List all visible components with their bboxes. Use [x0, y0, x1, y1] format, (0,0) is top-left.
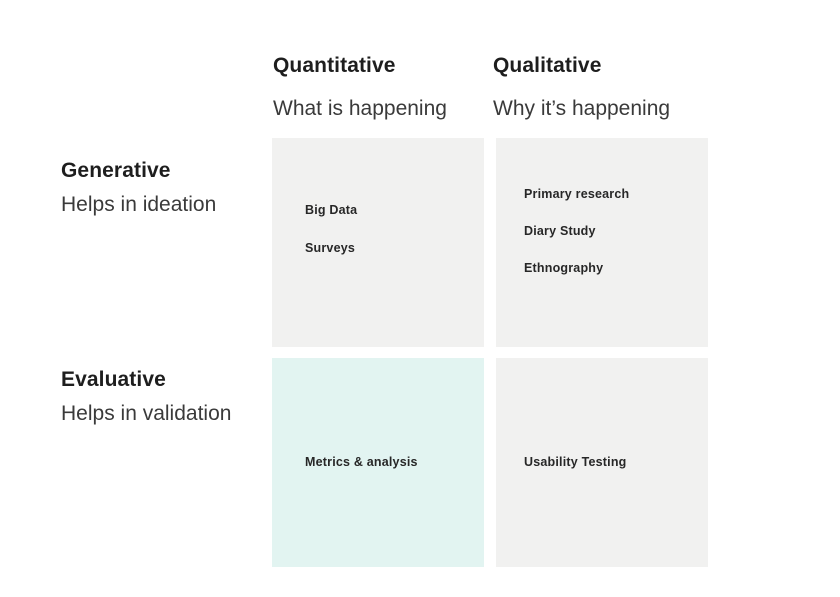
row-title: Generative: [61, 159, 171, 182]
column-title: Quantitative: [273, 54, 396, 77]
method-item: Primary research: [524, 187, 630, 201]
method-item: Metrics & analysis: [305, 455, 418, 469]
cell-generative-qualitative: Primary research Diary Study Ethnography: [496, 138, 708, 347]
method-item: Usability Testing: [524, 455, 627, 469]
row-title: Evaluative: [61, 368, 166, 391]
row-subtitle: Helps in ideation: [61, 193, 217, 216]
cell-generative-quantitative: Big Data Surveys: [272, 138, 484, 347]
method-item: Surveys: [305, 241, 356, 255]
cell-evaluative-qualitative: Usability Testing: [496, 358, 708, 567]
column-title: Qualitative: [493, 54, 602, 77]
row-header-generative: Generative Helps in ideation: [61, 158, 216, 217]
method-item: Big Data: [305, 203, 358, 217]
column-subtitle: What is happening: [273, 97, 447, 120]
row-subtitle: Helps in validation: [61, 402, 232, 425]
cell-evaluative-quantitative: Metrics & analysis: [272, 358, 484, 567]
method-item: Diary Study: [524, 224, 596, 238]
column-header-qualitative: Qualitative Why it’s happening: [493, 53, 670, 121]
row-header-evaluative: Evaluative Helps in validation: [61, 367, 231, 426]
method-item: Ethnography: [524, 261, 604, 275]
column-subtitle: Why it’s happening: [493, 97, 671, 120]
column-header-quantitative: Quantitative What is happening: [273, 53, 447, 121]
